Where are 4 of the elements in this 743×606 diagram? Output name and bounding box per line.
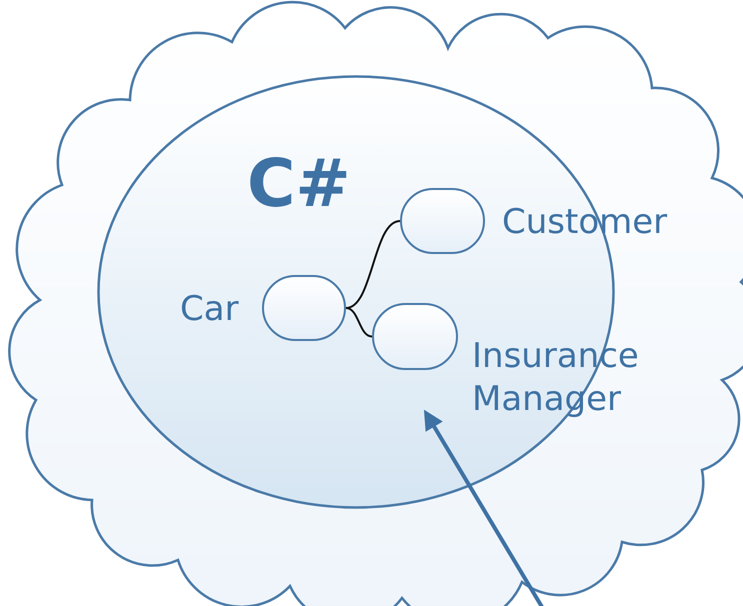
- heading-text: C#: [247, 144, 351, 224]
- connector-line: [346, 220, 400, 309]
- connector-line: [346, 307, 372, 338]
- node-label: Car: [180, 288, 239, 330]
